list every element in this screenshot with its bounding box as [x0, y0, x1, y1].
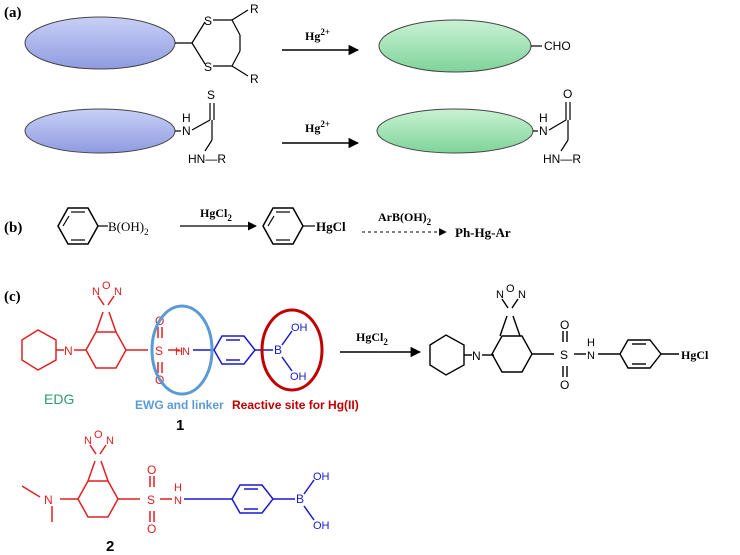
- atom-N-oxadiazole-left: N: [92, 286, 100, 298]
- c2-atom-S: S: [147, 493, 155, 507]
- c2-atom-B: B: [296, 492, 304, 506]
- prod-atom-H-amide: H: [587, 337, 595, 349]
- compound-1: N N O N S O O N H B OH OH EDG EWG and li…: [21, 280, 359, 434]
- ewg-linker-highlight: [150, 304, 214, 396]
- c2-atom-O-bottom: O: [147, 522, 156, 536]
- label-EWG-linker: EWG and linker: [135, 398, 224, 412]
- prod-atom-O-bottom: O: [560, 378, 569, 392]
- prod-atom-O: O: [506, 283, 515, 295]
- c2-atom-O: O: [94, 429, 103, 441]
- product-ellipse-green-2: [376, 108, 534, 154]
- mercury-product: [429, 298, 679, 377]
- atom-N-r2: N: [182, 124, 191, 138]
- atom-N-sulfonamide: N: [182, 346, 190, 358]
- group-CHO: CHO: [544, 39, 571, 53]
- atom-B: B: [274, 343, 282, 357]
- row2-product: N H O HN—R: [376, 87, 581, 166]
- atom-H-sulfonamide: H: [175, 346, 183, 358]
- compound-1-number: 1: [176, 417, 184, 434]
- atom-N-r2p: N: [539, 124, 548, 138]
- atom-O-oxadiazole: O: [102, 280, 111, 292]
- c2-atom-N-right: N: [106, 435, 114, 447]
- group-HN-R-left: HN—R: [188, 152, 226, 166]
- atom-N-oxadiazole-right: N: [114, 286, 122, 298]
- atom-N-piperidine: N: [64, 344, 73, 358]
- reactive-site-highlight: [260, 308, 324, 392]
- phenylboronic-acid: B(OH)2: [57, 207, 149, 245]
- atom-S-r2: S: [207, 88, 215, 102]
- c2-atom-N-dimethyl: N: [44, 493, 53, 507]
- reagent-c: HgCl2: [356, 330, 388, 347]
- prod-atom-N-right: N: [518, 289, 526, 301]
- product-ellipse-green: [378, 19, 532, 73]
- panel-a-label: (a): [4, 5, 22, 21]
- prod-atom-O-top: O: [560, 318, 569, 332]
- row1-reactant: S S R R: [24, 2, 259, 86]
- label-EDG: EDG: [44, 391, 74, 407]
- reagent-a2: Hg2+: [305, 119, 330, 135]
- atom-S-sulfonyl: S: [155, 344, 163, 358]
- prod-atom-N-pip: N: [472, 349, 481, 363]
- prod-atom-N-left: N: [496, 289, 504, 301]
- group-OH-top: OH: [291, 322, 308, 334]
- reagent-a1: Hg2+: [305, 27, 330, 43]
- substrate-ellipse-blue: [24, 16, 176, 70]
- compound-2: N N O N S O O N H B OH OH 2: [21, 429, 330, 555]
- c2-atom-N-amide: N: [174, 495, 182, 507]
- atom-O-r2p: O: [563, 87, 572, 101]
- atom-S-bottom: S: [204, 60, 212, 74]
- group-HN-R-right: HN—R: [543, 152, 581, 166]
- compound-2-number: 2: [106, 538, 114, 555]
- c2-group-OH-bottom: OH: [313, 520, 330, 532]
- reagent-b1: HgCl2: [200, 206, 232, 223]
- product-Ph-Hg-Ar: Ph-Hg-Ar: [455, 225, 511, 240]
- group-HgCl: HgCl: [316, 219, 346, 234]
- reagent-b2: ArB(OH)2: [378, 210, 432, 227]
- c2-atom-H-amide: H: [174, 482, 182, 494]
- panel-b-label: (b): [4, 220, 22, 236]
- group-R-top: R: [250, 2, 259, 16]
- panel-c-label: (c): [4, 289, 21, 305]
- row1-product: CHO: [378, 19, 571, 73]
- prod-group-HgCl: HgCl: [681, 348, 709, 362]
- group-R-bottom: R: [250, 72, 259, 86]
- group-OH-bottom: OH: [290, 371, 307, 383]
- row2-reactant: N H S HN—R: [24, 88, 226, 166]
- prod-atom-N-amide: N: [587, 350, 595, 362]
- c2-atom-O-top: O: [147, 463, 156, 477]
- prod-atom-S: S: [560, 348, 568, 362]
- label-reactive-site: Reactive site for Hg(II): [232, 398, 359, 412]
- atom-S-top: S: [204, 14, 212, 28]
- group-BOH2: B(OH)2: [108, 219, 149, 237]
- c2-atom-N-left: N: [84, 435, 92, 447]
- atom-H-r2: H: [182, 111, 191, 125]
- c2-group-OH-top: OH: [313, 471, 330, 483]
- phenylmercury-chloride: HgCl: [262, 207, 346, 245]
- substrate-ellipse-blue-2: [24, 108, 176, 154]
- atom-H-r2p: H: [539, 111, 548, 125]
